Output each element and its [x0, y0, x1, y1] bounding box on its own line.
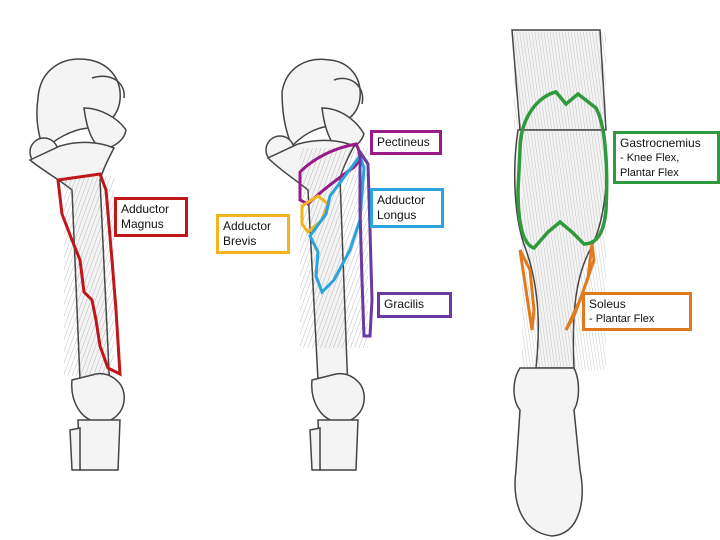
middle-muscle-texture [300, 148, 368, 348]
gastrocnemius-outline [516, 90, 609, 251]
adductor-brevis-label-line2: Brevis [223, 234, 257, 248]
left-muscle-texture [64, 176, 114, 376]
adductor-magnus-label: Adductor Magnus [114, 197, 188, 237]
soleus-label: Soleus - Plantar Flex [582, 292, 692, 331]
pectineus-label-text: Pectineus [377, 135, 430, 149]
soleus-outline-right [564, 243, 596, 331]
adductor-brevis-label: Adductor Brevis [216, 214, 290, 254]
adductor-longus-outline [308, 152, 366, 295]
adductor-magnus-label-line2: Magnus [121, 217, 164, 231]
adductor-brevis-label-line1: Adductor [223, 219, 272, 233]
gracilis-outline [358, 147, 374, 338]
adductor-longus-label: Adductor Longus [370, 188, 444, 228]
gracilis-label-text: Gracilis [384, 297, 425, 311]
gracilis-label: Gracilis [377, 292, 452, 318]
adductor-magnus-label-line1: Adductor [121, 202, 170, 216]
gastrocnemius-label-action2: Plantar Flex [620, 167, 679, 179]
adductor-longus-label-line2: Longus [377, 208, 417, 222]
gastrocnemius-label-action1: - Knee Flex, [620, 152, 680, 164]
pectineus-label: Pectineus [370, 130, 442, 155]
soleus-outline-left [518, 249, 536, 331]
soleus-label-action1: - Plantar Flex [589, 313, 655, 325]
gastrocnemius-label: Gastrocnemius - Knee Flex, Plantar Flex [613, 131, 720, 184]
soleus-label-name: Soleus [589, 297, 626, 311]
adductor-longus-label-line1: Adductor [377, 193, 426, 207]
adductor-magnus-outline [56, 172, 122, 377]
gastrocnemius-label-name: Gastrocnemius [620, 136, 701, 150]
